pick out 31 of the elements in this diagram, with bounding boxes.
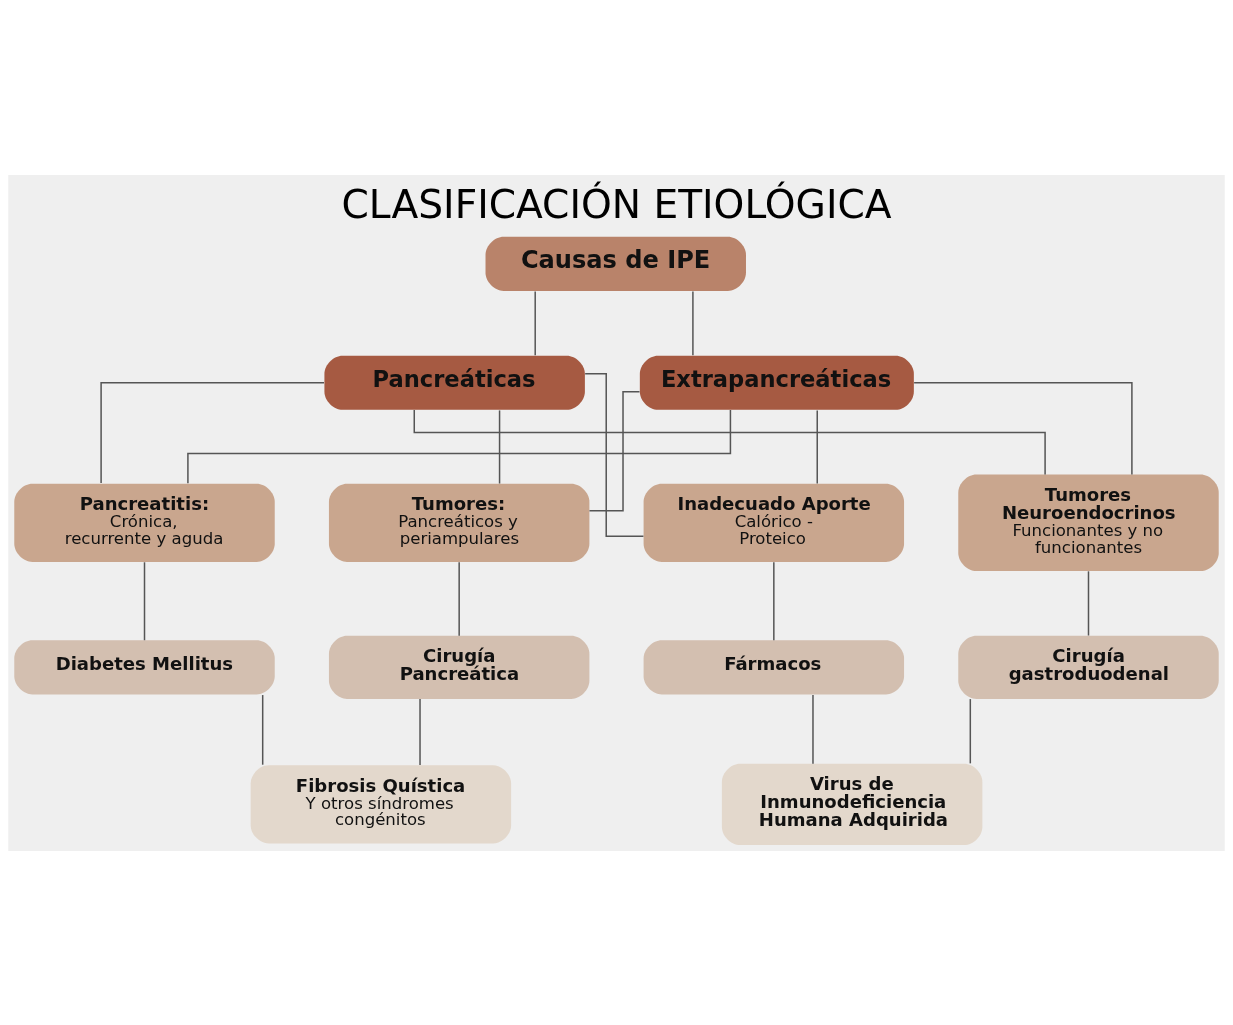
connector <box>100 381 325 484</box>
node-box: Pancreatitis: Crónica, recurrente y aguda <box>14 483 275 562</box>
node-box: Extrapancreáticas <box>639 355 914 410</box>
connector <box>584 372 645 537</box>
node-box: Pancreáticas <box>324 355 585 410</box>
connector <box>816 409 818 484</box>
connector <box>419 697 421 766</box>
node-box: Virus de Inmunodeficiencia Humana Adquirida <box>721 763 983 845</box>
connector <box>913 381 1133 475</box>
connector <box>534 290 536 356</box>
connector <box>261 693 264 765</box>
node-box: Cirugía Pancreática <box>328 635 590 699</box>
connector <box>143 561 146 641</box>
node-box: Causas de IPE <box>485 236 746 291</box>
connector <box>413 408 1046 475</box>
node-box: Cirugía gastroduodenal <box>958 635 1219 699</box>
connector <box>969 697 972 764</box>
connector <box>1087 570 1090 636</box>
connector <box>458 561 460 636</box>
node-box: Tumores Neuroendocrinos Funcionantes y no funcionantes <box>958 474 1219 571</box>
node-box: Inadecuado Aporte Calórico - Proteico <box>643 483 905 562</box>
connector <box>812 693 814 764</box>
node-box: Tumores: Pancreáticos y periampulares <box>328 483 590 562</box>
diagram-title: CLASIFICACIÓN ETIOLÓGICA <box>341 181 892 227</box>
connector <box>692 290 694 356</box>
connector <box>187 408 732 484</box>
node-box: Fibrosis Quística Y otros síndromes congénitos <box>250 764 512 843</box>
node-box: Fármacos <box>643 639 905 694</box>
connector <box>773 561 775 641</box>
connector <box>498 409 501 484</box>
node-box: Diabetes Mellitus <box>14 639 275 694</box>
